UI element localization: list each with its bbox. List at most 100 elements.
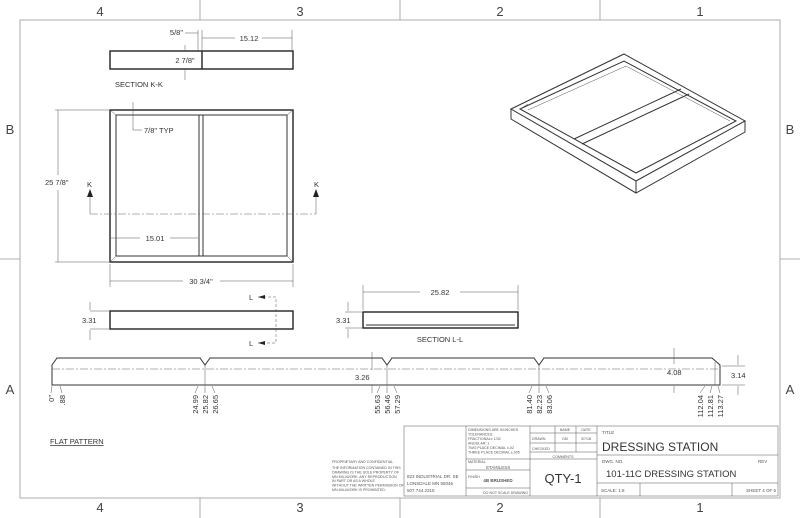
zone-col-2: 2 — [496, 4, 503, 19]
bend-line-label: 0" — [47, 395, 56, 402]
proprietary-text: THE INFORMATION CONTAINED IN THISDRAWING… — [332, 466, 405, 492]
bend-leader — [194, 385, 199, 394]
zone-row-b-right: B — [786, 122, 795, 137]
tolerance-line: THREE PLACE DECIMAL ±.005 — [468, 451, 520, 455]
zone-col-2-bottom: 2 — [496, 500, 503, 515]
cut-k-right: K — [314, 180, 319, 189]
proprietary-title: PROPRIETARY AND CONFIDENTIAL — [332, 460, 393, 464]
isometric-view — [509, 53, 747, 194]
proprietary-line: MN MILLWORK IS PROHIBITED. — [332, 488, 386, 492]
date-header: DATE — [581, 428, 591, 432]
bend-line-label: 26.65 — [211, 395, 220, 414]
dwg-no-label: DWG. NO. — [602, 459, 624, 464]
no-scale-note: DO NOT SCALE DRAWING — [483, 491, 528, 495]
cut-l-top: L — [249, 293, 253, 302]
dim-25-82: 25.82 — [431, 288, 450, 297]
tolerance-notes: DIMENSIONS ARE IN INCHESTOLERANCES:FRACT… — [468, 428, 520, 455]
bend-leader — [211, 385, 216, 394]
bend-line-label: 83.06 — [545, 395, 554, 414]
bend-leader — [50, 385, 53, 394]
sheet-label: SHEET 4 OF 6 — [746, 488, 776, 493]
name-header: NAME — [560, 428, 571, 432]
proprietary-line: WITHOUT THE WRITTEN PERMISSION OF — [332, 484, 405, 488]
bend-line-label: 25.82 — [201, 395, 210, 414]
dim-2-7-8: 2 7/8" — [175, 56, 195, 65]
address-line: 823 INDUSTRIAL DR. SE — [407, 474, 459, 479]
side-view: 3.31 L L — [82, 293, 294, 348]
bend-line-label: 112.04 — [696, 395, 705, 417]
material-label: MATERIAL — [468, 460, 486, 464]
dim-30-3-4: 30 3/4" — [189, 277, 213, 286]
bend-line-label: 56.46 — [383, 395, 392, 414]
dim-3-31: 3.31 — [82, 316, 97, 325]
tolerance-line: FRACTIONAL± 1/32 — [468, 437, 501, 441]
checked-label: CHECKED — [532, 447, 550, 451]
proprietary-line: DRAWING IS THE SOLE PROPERTY OF — [332, 470, 400, 474]
address-line: 507.744.2315 — [407, 488, 435, 493]
drawing-title: DRESSING STATION — [602, 440, 718, 454]
section-ll-label: SECTION L-L — [417, 335, 463, 344]
dwg-no-value: 101-11C DRESSING STATION — [606, 469, 737, 480]
bend-leader — [393, 385, 398, 394]
finish-value: 4B BRUSHED — [483, 478, 513, 483]
bend-line-label: 57.29 — [393, 395, 402, 414]
zone-col-3: 3 — [296, 4, 303, 19]
front-view: 7/8" TYP 25 7/8" K K 15.01 30 3/4" — [45, 102, 319, 287]
tolerance-line: TWO PLACE DECIMAL ±.02 — [468, 446, 514, 450]
proprietary-line: THE INFORMATION CONTAINED IN THIS — [332, 466, 401, 470]
cut-l-bottom: L — [249, 339, 253, 348]
bend-line-label: 113.27 — [716, 395, 725, 417]
cut-k-left: K — [87, 180, 92, 189]
bend-line-label: .88 — [58, 395, 67, 405]
flat-pattern-label: FLAT PATTERN — [50, 437, 104, 446]
zone-col-1: 1 — [696, 4, 703, 19]
material-value: STAINLESS — [486, 465, 510, 470]
zone-labels: 4 3 2 1 4 3 2 1 B B A A — [6, 4, 795, 515]
comments-label: COMMENTS — [553, 455, 575, 459]
bend-leader — [528, 385, 533, 394]
title-block: PROPRIETARY AND CONFIDENTIAL THE INFORMA… — [332, 425, 779, 497]
dim-15-01: 15.01 — [146, 234, 165, 243]
flat-height-3-14: 3.14 — [731, 371, 746, 380]
dim-25-7-8: 25 7/8" — [45, 178, 69, 187]
zone-col-4: 4 — [96, 4, 103, 19]
drawn-label: DRAWN — [532, 437, 546, 441]
finish-label: FINISH — [468, 475, 480, 479]
bend-leader — [545, 385, 550, 394]
section-kk-label: SECTION K-K — [115, 80, 163, 89]
zone-row-a-right: A — [786, 382, 795, 397]
bend-leader — [709, 385, 713, 394]
zone-col-1-bottom: 1 — [696, 500, 703, 515]
dim-5-8: 5/8" — [170, 28, 183, 37]
flat-height-4-08: 4.08 — [667, 368, 682, 377]
scale-label: SCALE: 1:8 — [601, 488, 625, 493]
bend-line-label: 112.81 — [706, 395, 715, 417]
drawn-date: 3/7/18 — [581, 437, 591, 441]
comments-value: QTY-1 — [544, 471, 581, 486]
dim-7-8-typ: 7/8" TYP — [144, 126, 174, 135]
section-ll-view: 25.82 3.31 SECTION L-L — [336, 285, 519, 344]
flat-height-3-26: 3.26 — [355, 373, 370, 382]
title-label: TITLE — [602, 430, 614, 435]
zone-row-b: B — [6, 122, 15, 137]
address-line: LONSDALE MN 55046 — [407, 481, 454, 486]
bend-leader — [376, 385, 381, 394]
bend-line-label: 81.40 — [525, 395, 534, 414]
tolerance-line: DIMENSIONS ARE IN INCHES — [468, 428, 519, 432]
bend-leader — [717, 385, 721, 394]
bend-line-label: 55.63 — [373, 395, 382, 414]
dim-section-ll-height: 3.31 — [336, 316, 351, 325]
zone-row-a: A — [6, 382, 15, 397]
bend-leader — [699, 385, 706, 394]
proprietary-line: MN MILLWORK. ANY REPRODUCTION — [332, 475, 397, 479]
zone-col-4-bottom: 4 — [96, 500, 103, 515]
bend-leader — [59, 385, 63, 394]
company-address: 823 INDUSTRIAL DR. SE LONSDALE MN 55046 50… — [407, 474, 459, 493]
rev-label: REV — [758, 459, 767, 464]
drawn-name: DM — [562, 437, 568, 441]
zone-col-3-bottom: 3 — [296, 500, 303, 515]
